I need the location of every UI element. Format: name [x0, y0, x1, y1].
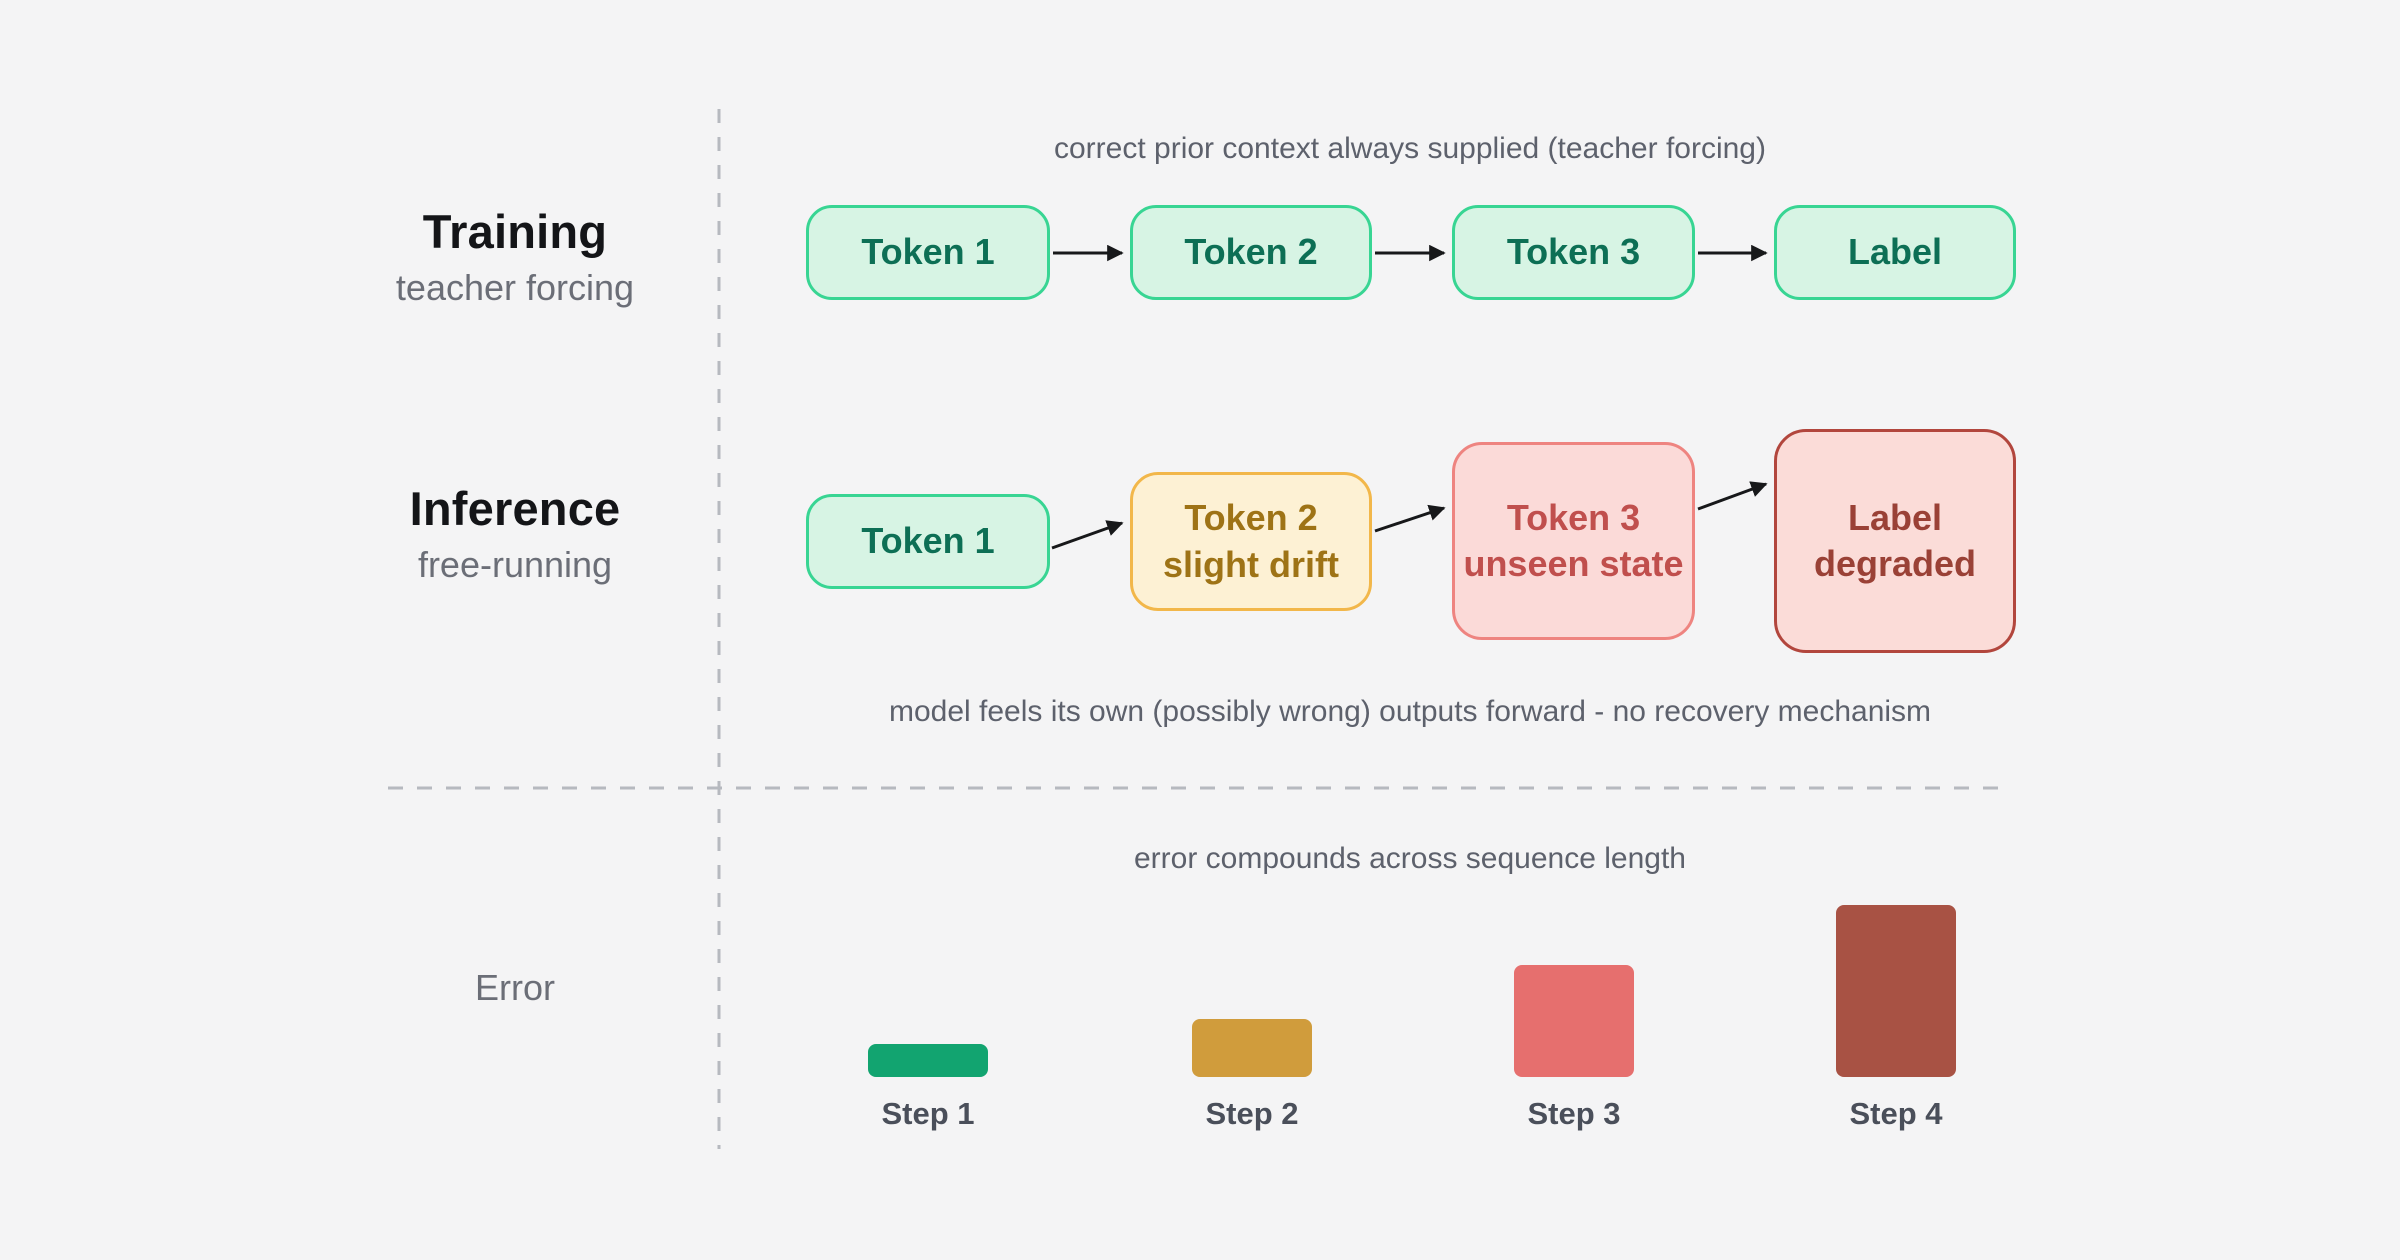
inference-token-3-line2: unseen state: [1463, 543, 1684, 584]
error-caption: error compounds across sequence length: [1134, 842, 1686, 875]
inference-token-3-line1: Token 3: [1506, 496, 1641, 538]
training-label-box: Label: [1774, 205, 2016, 300]
arrow-connector: [1051, 520, 1124, 550]
step-3-label: Step 3: [1527, 1096, 1621, 1131]
error-bar-step-2: [1192, 1019, 1312, 1077]
training-token-1-label: Token 1: [861, 231, 995, 273]
inference-token-2-line1: Token 2: [1184, 497, 1318, 539]
step-2-label: Step 2: [1205, 1096, 1299, 1131]
training-token-1-box: Token 1: [806, 205, 1050, 300]
training-title: Training: [422, 205, 608, 258]
error-bar-step-4: [1836, 905, 1956, 1077]
inference-caption: model feels its own (possibly wrong) out…: [888, 695, 1932, 728]
inference-token-1-box: Token 1: [806, 494, 1050, 589]
inference-title: Inference: [409, 482, 621, 535]
error-bar-step-1: [868, 1044, 988, 1077]
training-caption: correct prior context always supplied (t…: [1054, 132, 1766, 165]
training-token-3-box: Token 3: [1452, 205, 1695, 300]
arrow-connector: [1374, 504, 1446, 533]
training-subtitle: teacher forcing: [395, 267, 635, 308]
inference-token-2-box: Token 2 slight drift: [1130, 472, 1372, 611]
inference-label-box: Label degraded: [1774, 429, 2016, 653]
inference-label-line2: degraded: [1813, 543, 1977, 584]
inference-token-2-line2: slight drift: [1163, 543, 1339, 585]
arrow-connector: [1697, 481, 1768, 511]
training-section-label: Training teacher forcing: [320, 204, 710, 309]
step-1-label: Step 1: [881, 1096, 975, 1131]
inference-section-label: Inference free-running: [320, 481, 710, 586]
step-4-label: Step 4: [1849, 1096, 1943, 1131]
inference-label-line1: Label: [1847, 496, 1943, 538]
training-token-2-box: Token 2: [1130, 205, 1372, 300]
inference-token-1-label: Token 1: [861, 520, 995, 562]
training-token-3-label: Token 3: [1506, 231, 1641, 273]
error-bar-step-3: [1514, 965, 1634, 1077]
training-token-2-label: Token 2: [1184, 231, 1318, 273]
training-label-text: Label: [1847, 231, 1943, 273]
error-axis-label: Error: [475, 967, 555, 1008]
inference-subtitle: free-running: [417, 544, 613, 585]
inference-token-3-box: Token 3 unseen state: [1452, 442, 1695, 640]
